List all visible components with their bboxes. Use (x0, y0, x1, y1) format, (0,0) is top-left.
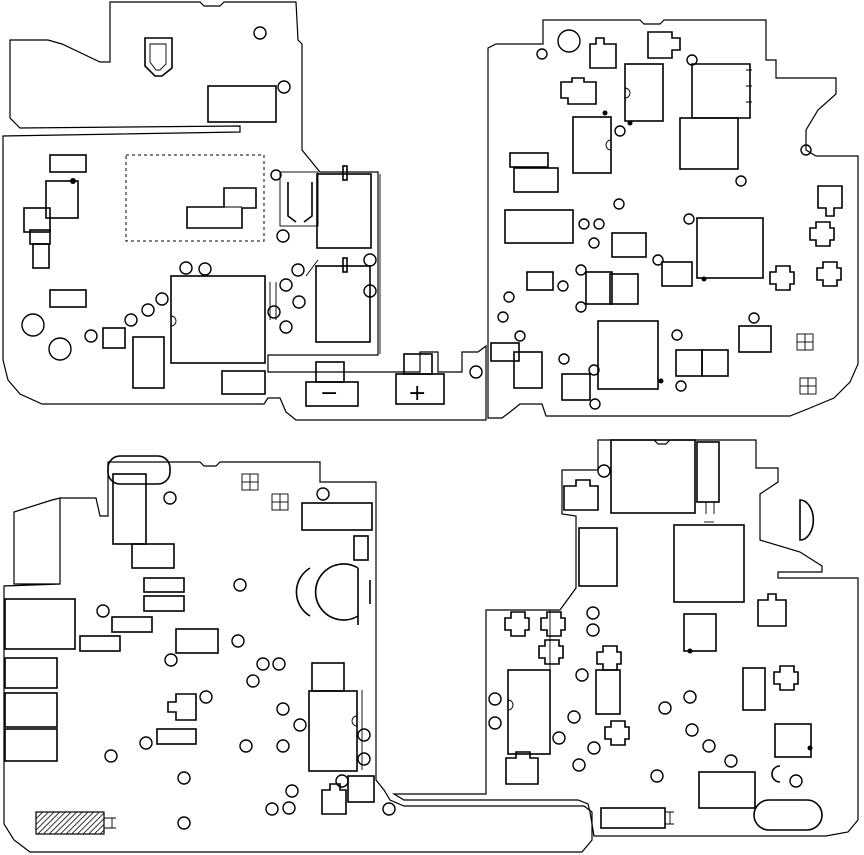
mounting-holes-bottom-left (97, 488, 395, 829)
board-top-right (488, 20, 858, 418)
mounting-holes-top-left (22, 27, 482, 378)
positive-terminal-label: + (408, 381, 426, 406)
mounting-holes-top-right (498, 49, 811, 409)
negative-terminal-label: − (320, 381, 338, 406)
board-bottom-left (4, 456, 592, 852)
board-bottom-right (394, 440, 858, 836)
board-top-left: − + (3, 2, 486, 420)
hatched-pad (36, 812, 104, 834)
